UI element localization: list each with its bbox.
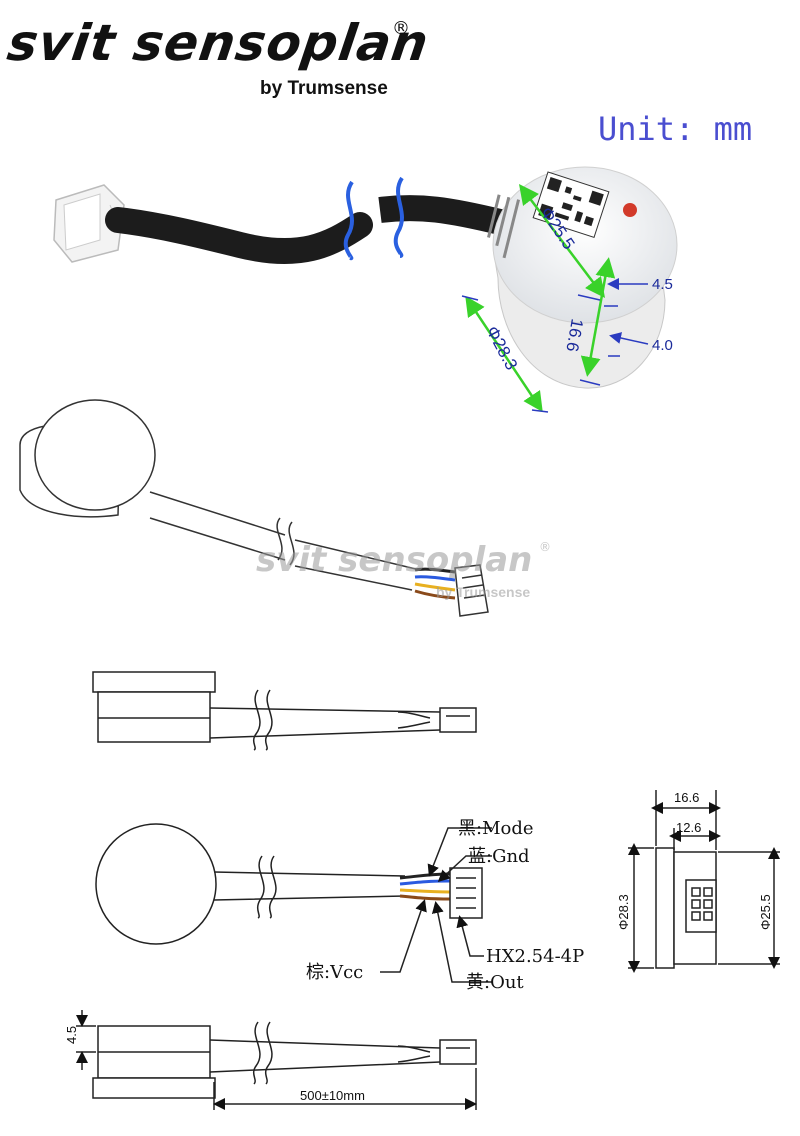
cable-photo (105, 207, 373, 265)
end-inner-diameter-label: Φ25.5 (758, 894, 773, 930)
side-view-top (92, 671, 477, 751)
end-outer-diameter-label: Φ28.3 (616, 894, 631, 930)
top-step-label: 4.5 (652, 276, 673, 293)
watermark-tagline: by Trumsense (436, 584, 531, 600)
wire-brown-label: 棕:Vcc (306, 962, 363, 983)
unit-label: Unit: mm (598, 110, 753, 148)
indicator-led (623, 203, 637, 217)
watermark-name: svit sensoplan (256, 540, 533, 580)
wire-yellow-label: 黄:Out (466, 972, 524, 993)
bottom-step-label: 4.0 (652, 337, 673, 354)
registered-mark: ® (392, 18, 410, 39)
end-view (628, 790, 780, 973)
end-outer-length-label: 16.6 (674, 790, 699, 805)
side-step-label: 4.5 (64, 1026, 79, 1044)
watermark-registered: ® (539, 540, 551, 554)
brand-tagline: by Trumsense (260, 78, 388, 99)
watermark: svit sensoplan ® by Trumsense (256, 540, 556, 610)
brand-logo: svit sensoplan ® by Trumsense (4, 14, 433, 104)
side-view-bottom (76, 1010, 477, 1110)
photo-dimension-lines (461, 184, 649, 413)
end-inner-length-label: 12.6 (676, 820, 701, 835)
sensor-print (487, 194, 520, 259)
wire-blue-label: 蓝:Gnd (468, 846, 530, 867)
isometric-drawing (19, 399, 489, 617)
cable-photo-2 (378, 195, 504, 235)
connector-type-label: HX2.54-4P (486, 946, 584, 967)
front-view (95, 823, 492, 983)
cable-length-label: 500±10mm (300, 1088, 365, 1103)
wire-black-label: 黑:Mode (458, 818, 534, 839)
sensor-photo: Φ25.5 Φ28.3 16.6 4.5 4.0 (53, 166, 678, 413)
break-mark-2 (393, 176, 404, 258)
